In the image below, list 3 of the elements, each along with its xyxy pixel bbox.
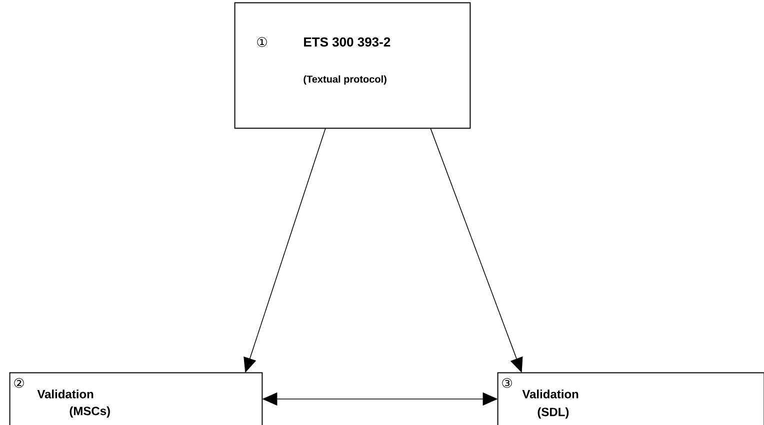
process-box: ③ Validation (SDL) [497, 372, 764, 425]
process-box: ① ETS 300 393-2 (Textual protocol) [234, 2, 471, 129]
process-box: ② Validation (MSCs) [9, 372, 263, 425]
